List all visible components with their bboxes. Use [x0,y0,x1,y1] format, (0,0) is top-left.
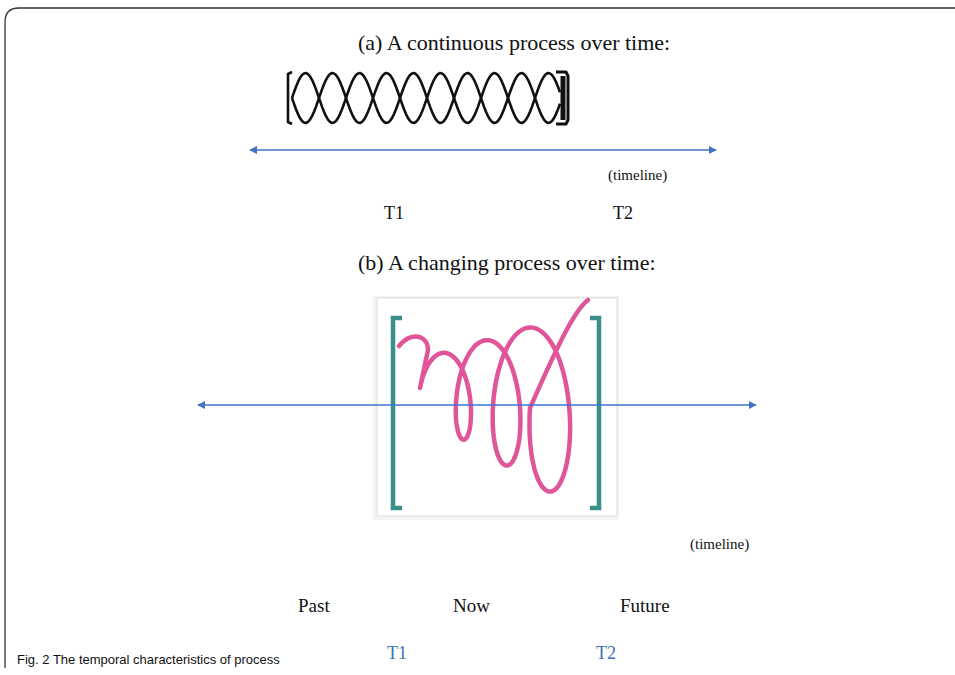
timeline-arrow [250,149,716,151]
time-marker: T2 [596,643,616,665]
axis-label: (timeline) [690,535,749,553]
time-marker: T2 [613,203,633,225]
right-bracket [590,318,599,508]
spiral-drawing [399,300,588,492]
panel-heading: (b) A changing process over time: [358,250,656,276]
photo-shadow [373,296,619,520]
time-marker: T1 [387,643,407,665]
helix-drawing [288,72,568,124]
figure-frame [5,8,955,668]
axis-label: (timeline) [608,166,667,184]
timeline-arrow [198,404,756,406]
time-label: Future [620,595,670,618]
time-label: Now [453,595,490,618]
panel-heading: (a) A continuous process over time: [358,30,670,56]
time-marker: T1 [384,203,404,225]
figure-caption: Fig. 2 The temporal characteristics of p… [17,652,280,668]
time-label: Past [298,595,330,618]
photo-paper [377,298,617,516]
